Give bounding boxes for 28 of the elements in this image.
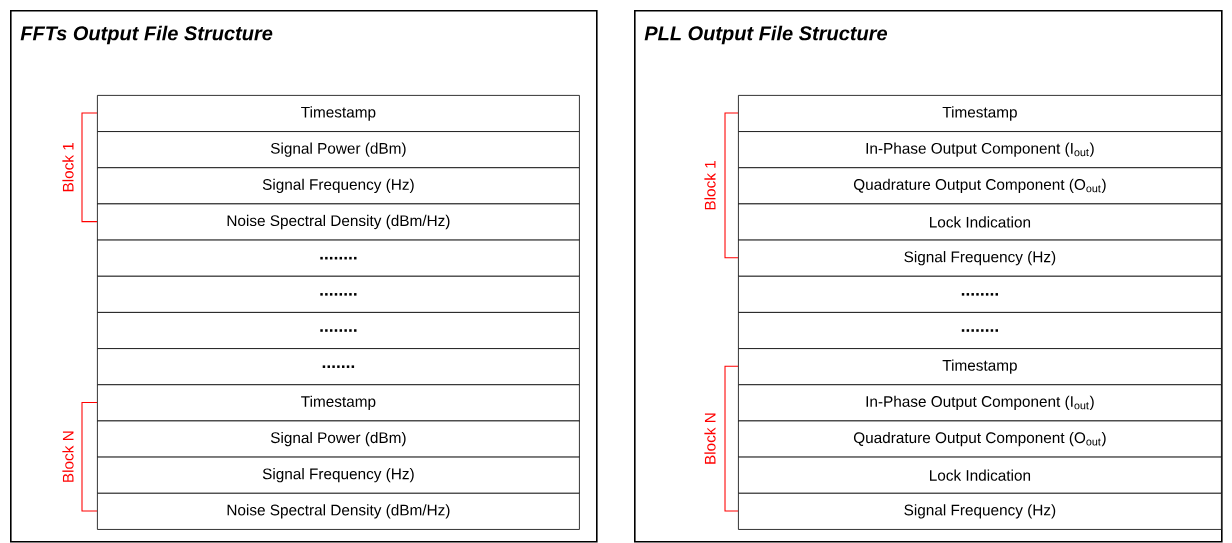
table-row: ........ bbox=[97, 239, 580, 277]
table-row: ........ bbox=[97, 275, 580, 313]
table-row: In-Phase Output Component (I$_{out}$) bbox=[738, 131, 1222, 169]
table-row: Quadrature Output Component (O$_{out}$) bbox=[738, 167, 1222, 205]
table-row: Signal Frequency (Hz) bbox=[97, 456, 580, 494]
table-row: ........ bbox=[738, 275, 1222, 313]
block-label: Block 1 bbox=[704, 161, 716, 210]
table-row: Signal Frequency (Hz) bbox=[97, 167, 580, 205]
table-row: Timestamp bbox=[738, 348, 1222, 386]
table-row: Noise Spectral Density (dBm/Hz) bbox=[97, 492, 580, 530]
table-row: Signal Power (dBm) bbox=[97, 420, 580, 458]
block-label: Block N bbox=[704, 413, 716, 464]
table-row: Quadrature Output Component (O$_{out}$) bbox=[738, 420, 1222, 458]
block-label: Block N bbox=[62, 431, 74, 482]
table-row: Timestamp bbox=[97, 384, 580, 422]
table-row: Signal Frequency (Hz) bbox=[738, 492, 1222, 530]
table-row: Lock Indication bbox=[738, 203, 1222, 241]
table-row: ........ bbox=[97, 312, 580, 349]
table-row: Noise Spectral Density (dBm/Hz) bbox=[97, 203, 580, 241]
table-row: Signal Frequency (Hz) bbox=[738, 239, 1222, 277]
block-label: Block 1 bbox=[62, 142, 74, 192]
table-row: Timestamp bbox=[97, 95, 580, 132]
table-row: Lock Indication bbox=[738, 456, 1222, 494]
table-row: In-Phase Output Component (I$_{out}$) bbox=[738, 384, 1222, 422]
table-row: Signal Power (dBm) bbox=[97, 131, 580, 169]
table-row: Timestamp bbox=[738, 95, 1222, 132]
table-row: ........ bbox=[738, 312, 1222, 349]
table-row: ....... bbox=[97, 348, 580, 386]
